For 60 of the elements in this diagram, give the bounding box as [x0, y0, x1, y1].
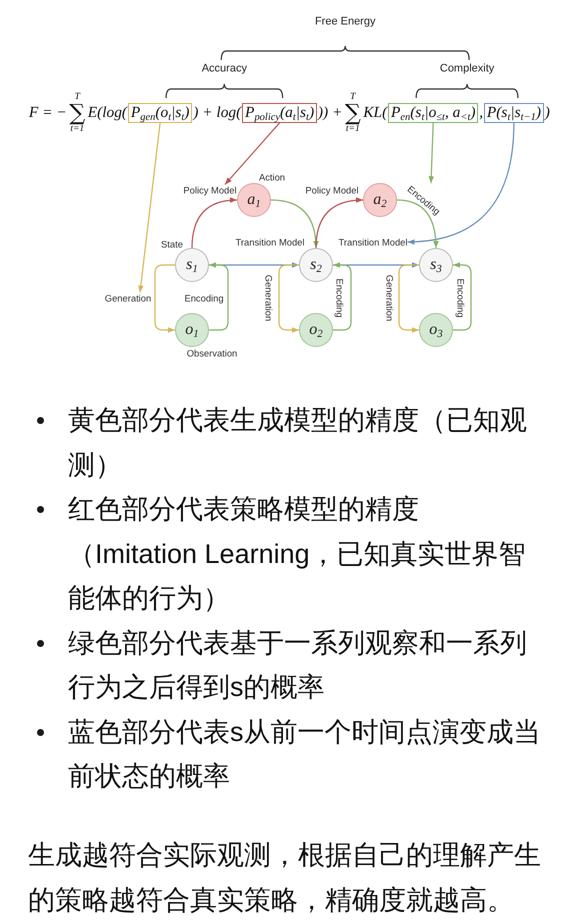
edge-label: Encoding — [183, 292, 225, 304]
arrow — [333, 262, 352, 331]
edge-label: Encoding — [456, 277, 466, 319]
arrow — [154, 264, 175, 333]
formula-text: , — [479, 104, 484, 122]
arrow — [224, 122, 280, 185]
arrow — [453, 262, 472, 331]
arrow — [315, 198, 364, 248]
formula-text: ) — [544, 104, 550, 122]
brace-label: Free Energy — [314, 16, 376, 28]
node-caption: Action — [258, 172, 286, 182]
state-circle: s$_{2}$ — [299, 248, 333, 282]
term-box: P(s$_{t}$|s$_{t−1}$) — [484, 103, 544, 123]
arrow — [407, 122, 514, 245]
term-box: P$_{en}$(s$_{t}$|o$_{≤t}$, a$_{<t}$) — [388, 103, 478, 123]
sum-limit: t=1 — [70, 124, 84, 134]
node-caption: Observation — [186, 348, 238, 358]
arrow — [270, 199, 319, 248]
arrow — [398, 264, 419, 333]
sum-limit: t=1 — [346, 124, 360, 134]
arrow — [191, 198, 238, 248]
action-circle: a$_{2}$ — [363, 183, 397, 217]
arrow — [428, 122, 434, 184]
formula-text: E(log( — [88, 104, 128, 122]
observation-circle: o$_{1}$ — [175, 313, 209, 347]
edge-label: Encoding — [334, 277, 346, 319]
bullet-text: 绿色部分代表基于一系列观察和一系列行为之后得到s的概率 — [68, 626, 528, 704]
diagram-label: Generation — [104, 292, 152, 304]
edge-label: Generation — [384, 274, 396, 322]
state-circle: s$_{1}$ — [175, 248, 209, 282]
arrow — [209, 262, 229, 331]
sum-sign: ∑ — [69, 102, 86, 124]
bullet-text: 黄色部分代表生成模型的精度（已知观测） — [68, 404, 528, 482]
bullet-text: 红色部分代表策略模型的精度（Imitation Learning，已知真实世界智能体的行为） — [68, 493, 527, 615]
formula-text: )) + — [318, 104, 342, 122]
arrow — [278, 264, 299, 333]
brace-label: Accuracy — [202, 62, 247, 76]
bullet-text: 蓝色部分代表s从前一个时间点演变成当前状态的概率 — [68, 716, 542, 793]
edge-label: Policy Model — [304, 184, 360, 196]
formula-text: F = − — [28, 104, 67, 122]
sum-limit: T — [74, 92, 80, 102]
edge-label: Transition Model — [234, 236, 306, 248]
term-box: P$_{policy}$(a$_{t}$|s$_{t}$) — [242, 103, 317, 123]
diagram-label: Policy Model — [183, 184, 237, 196]
diagram-label: Transition Model — [338, 236, 408, 248]
formula-text: KL( — [363, 104, 388, 122]
sum-limit: T — [350, 92, 356, 102]
arrow — [138, 122, 161, 293]
brace-label: Complexity — [440, 62, 494, 76]
state-circle: s$_{3}$ — [419, 248, 453, 282]
paragraph: 生成越符合实际观测，根据自己的理解产生的策略越符合真实策略，精确度就越高。 — [28, 839, 542, 916]
action-circle: a$_{1}$ — [237, 183, 271, 217]
edge-label: Generation — [264, 274, 274, 322]
sum-sign: ∑ — [344, 102, 361, 124]
observation-circle: o$_{3}$ — [419, 313, 453, 347]
observation-circle: o$_{2}$ — [299, 313, 333, 347]
arrow — [396, 199, 439, 248]
term-box: P$_{gen}$(o$_{t}$|s$_{t}$) — [128, 103, 192, 123]
formula-text: ) + log( — [193, 104, 242, 122]
node-caption: State — [161, 238, 183, 250]
